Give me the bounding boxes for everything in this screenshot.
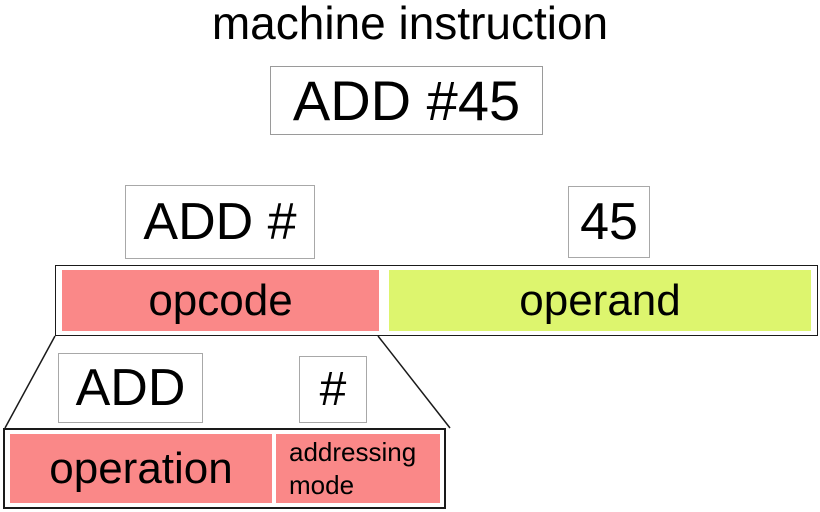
opcode-field: opcode: [62, 270, 379, 331]
operation-field: operation: [10, 434, 272, 503]
opcode-field-label: opcode: [148, 275, 293, 325]
addressing-mode-value-box: #: [299, 356, 367, 423]
operand-value-box: 45: [568, 186, 650, 258]
operand-field: operand: [389, 270, 811, 331]
instruction-fields-container: opcode operand: [55, 265, 818, 336]
addressing-mode-value-text: #: [319, 363, 347, 416]
zoom-connector-right-line: [377, 335, 451, 429]
instruction-box: ADD #45: [270, 66, 543, 135]
zoom-connector-left-line: [4, 335, 56, 429]
addressing-mode-field-label: addressing mode: [289, 436, 417, 500]
diagram-title: machine instruction: [211, 0, 609, 49]
operation-value-box: ADD: [58, 353, 203, 423]
operation-field-label: operation: [49, 443, 233, 493]
opcode-value-text: ADD #: [143, 193, 297, 251]
opcode-detail-fields-container: operation addressing mode: [3, 428, 446, 509]
instruction-text: ADD #45: [292, 69, 521, 132]
addressing-mode-field: addressing mode: [276, 434, 440, 503]
opcode-value-box: ADD #: [125, 185, 315, 259]
operation-value-text: ADD: [75, 359, 186, 417]
operand-field-label: operand: [519, 275, 681, 325]
operand-value-text: 45: [580, 193, 638, 251]
